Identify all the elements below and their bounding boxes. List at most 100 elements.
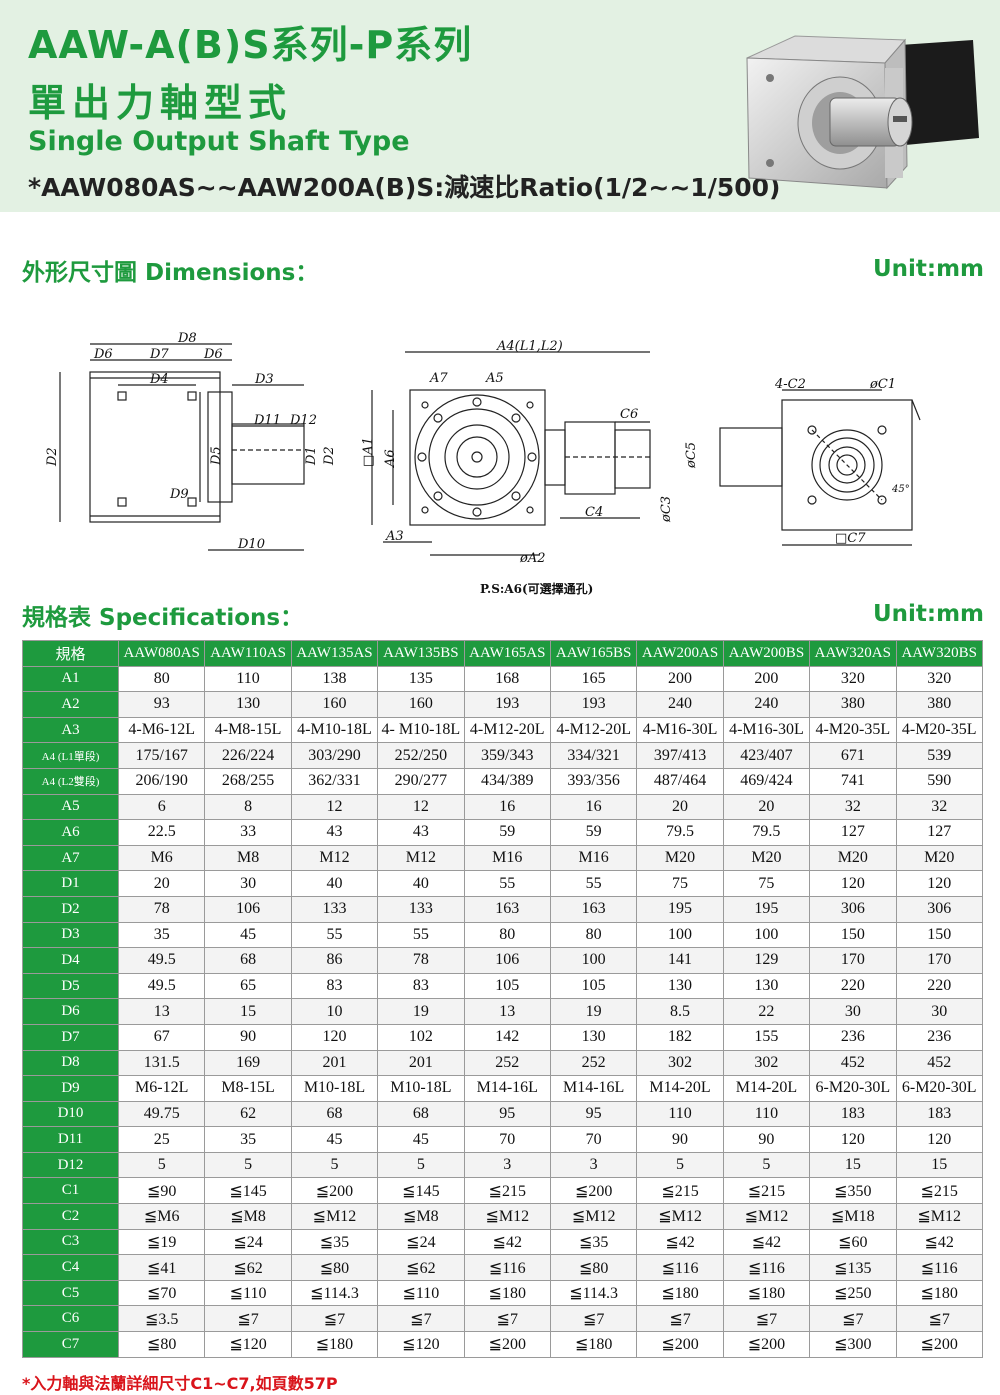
row-label: D8	[22, 1049, 119, 1077]
table-cell: M10-18L	[377, 1075, 465, 1102]
table-cell: ≦116	[895, 1254, 983, 1281]
table-cell: 80	[549, 921, 638, 949]
table-cell: 252	[549, 1049, 638, 1077]
side-view	[59, 343, 305, 551]
table-cell: 362/331	[290, 767, 379, 795]
row-label: D9	[22, 1075, 119, 1102]
table-cell: 120	[895, 870, 983, 897]
label-a2: øA2	[519, 551, 546, 566]
table-cell: 80	[463, 921, 551, 949]
label-d6-left: D6	[93, 347, 113, 362]
table-cell: ≦114.3	[290, 1279, 379, 1307]
table-cell: 68	[290, 1100, 379, 1128]
table-cell: 163	[463, 895, 551, 923]
row-label: A1	[22, 665, 119, 693]
table-cell: 290/277	[377, 767, 465, 795]
table-cell: 130	[204, 691, 292, 718]
table-cell: 19	[377, 998, 465, 1025]
table-cell: ≦180	[463, 1279, 551, 1307]
ps-note: P.S:A6(可選擇通孔)	[480, 582, 594, 596]
table-cell: 43	[290, 819, 379, 846]
row-label: D7	[22, 1023, 119, 1051]
table-cell: 183	[895, 1100, 983, 1128]
table-cell: 5	[636, 1151, 724, 1179]
table-cell: 106	[463, 947, 551, 974]
label-d8: D8	[177, 331, 197, 346]
table-cell: 4-M6-12L	[117, 716, 206, 744]
table-cell: 12	[290, 793, 379, 821]
table-cell: 168	[463, 665, 551, 693]
label-angle: 45°	[891, 484, 910, 495]
table-cell: ≦300	[809, 1331, 897, 1358]
table-cell: 133	[290, 895, 379, 923]
table-cell: ≦M12	[290, 1203, 379, 1230]
table-cell: 105	[463, 972, 551, 1000]
table-cell: 10	[290, 998, 379, 1025]
table-cell: ≦35	[290, 1228, 379, 1256]
table-cell: 252/250	[377, 742, 465, 769]
table-cell: 45	[290, 1126, 379, 1153]
table-cell: 380	[895, 691, 983, 718]
table-cell: 16	[463, 793, 551, 821]
table-cell: 133	[377, 895, 465, 923]
table-cell: ≦7	[290, 1305, 379, 1333]
table-cell: ≦70	[117, 1279, 206, 1307]
table-cell: M6	[117, 844, 206, 872]
table-cell: 160	[290, 691, 379, 718]
table-cell: 65	[204, 972, 292, 1000]
table-row: C6≦3.5≦7≦7≦7≦7≦7≦7≦7≦7≦7	[22, 1305, 983, 1333]
label-d3: D3	[254, 372, 274, 387]
table-cell: 195	[636, 895, 724, 923]
table-cell: 40	[290, 870, 379, 897]
table-cell: 8.5	[636, 998, 724, 1025]
table-cell: 170	[809, 947, 897, 974]
table-cell: ≦62	[204, 1254, 292, 1281]
table-cell: 45	[204, 921, 292, 949]
table-cell: 165	[549, 665, 638, 693]
table-cell: ≦200	[722, 1331, 811, 1358]
specifications-title: 規格表 Specifications：	[22, 605, 304, 631]
table-cell: ≦42	[636, 1228, 724, 1256]
table-cell: 79.5	[636, 819, 724, 846]
table-cell: 236	[809, 1023, 897, 1051]
table-cell: M14-20L	[636, 1075, 724, 1102]
row-label: A7	[22, 844, 119, 872]
table-cell: M20	[809, 844, 897, 872]
column-header-model: AAW320BS	[895, 640, 983, 667]
label-a6: A6	[383, 449, 398, 468]
row-label: A3	[22, 716, 119, 744]
table-cell: ≦M8	[204, 1203, 292, 1230]
table-cell: 4-M8-15L	[204, 716, 292, 744]
table-cell: 452	[809, 1049, 897, 1077]
table-cell: 20	[117, 870, 206, 897]
table-cell: 4-M12-20L	[463, 716, 551, 744]
table-cell: ≦3.5	[117, 1305, 206, 1333]
table-cell: 303/290	[290, 742, 379, 769]
series-title: AAW-A(B)S系列-P系列	[28, 23, 473, 67]
table-cell: 741	[809, 767, 897, 795]
table-cell: 30	[204, 870, 292, 897]
table-cell: ≦350	[809, 1177, 897, 1205]
table-cell: 5	[117, 1151, 206, 1179]
product-image	[746, 35, 979, 190]
table-cell: 5	[377, 1151, 465, 1179]
table-cell: 423/407	[722, 742, 811, 769]
table-cell: M14-16L	[463, 1075, 551, 1102]
table-cell: 334/321	[549, 742, 638, 769]
table-cell: ≦M12	[722, 1203, 811, 1230]
table-cell: 201	[290, 1049, 379, 1077]
table-cell: 33	[204, 819, 292, 846]
table-cell: ≦7	[377, 1305, 465, 1333]
table-cell: ≦80	[549, 1254, 638, 1281]
table-cell: ≦M18	[809, 1203, 897, 1230]
table-cell: 169	[204, 1049, 292, 1077]
table-cell: 8	[204, 793, 292, 821]
table-cell: 5	[722, 1151, 811, 1179]
table-cell: 80	[117, 665, 206, 693]
table-row: C5≦70≦110≦114.3≦110≦180≦114.3≦180≦180≦25…	[22, 1279, 983, 1307]
table-cell: ≦42	[722, 1228, 811, 1256]
type-title-en: Single Output Shaft Type	[28, 126, 410, 157]
